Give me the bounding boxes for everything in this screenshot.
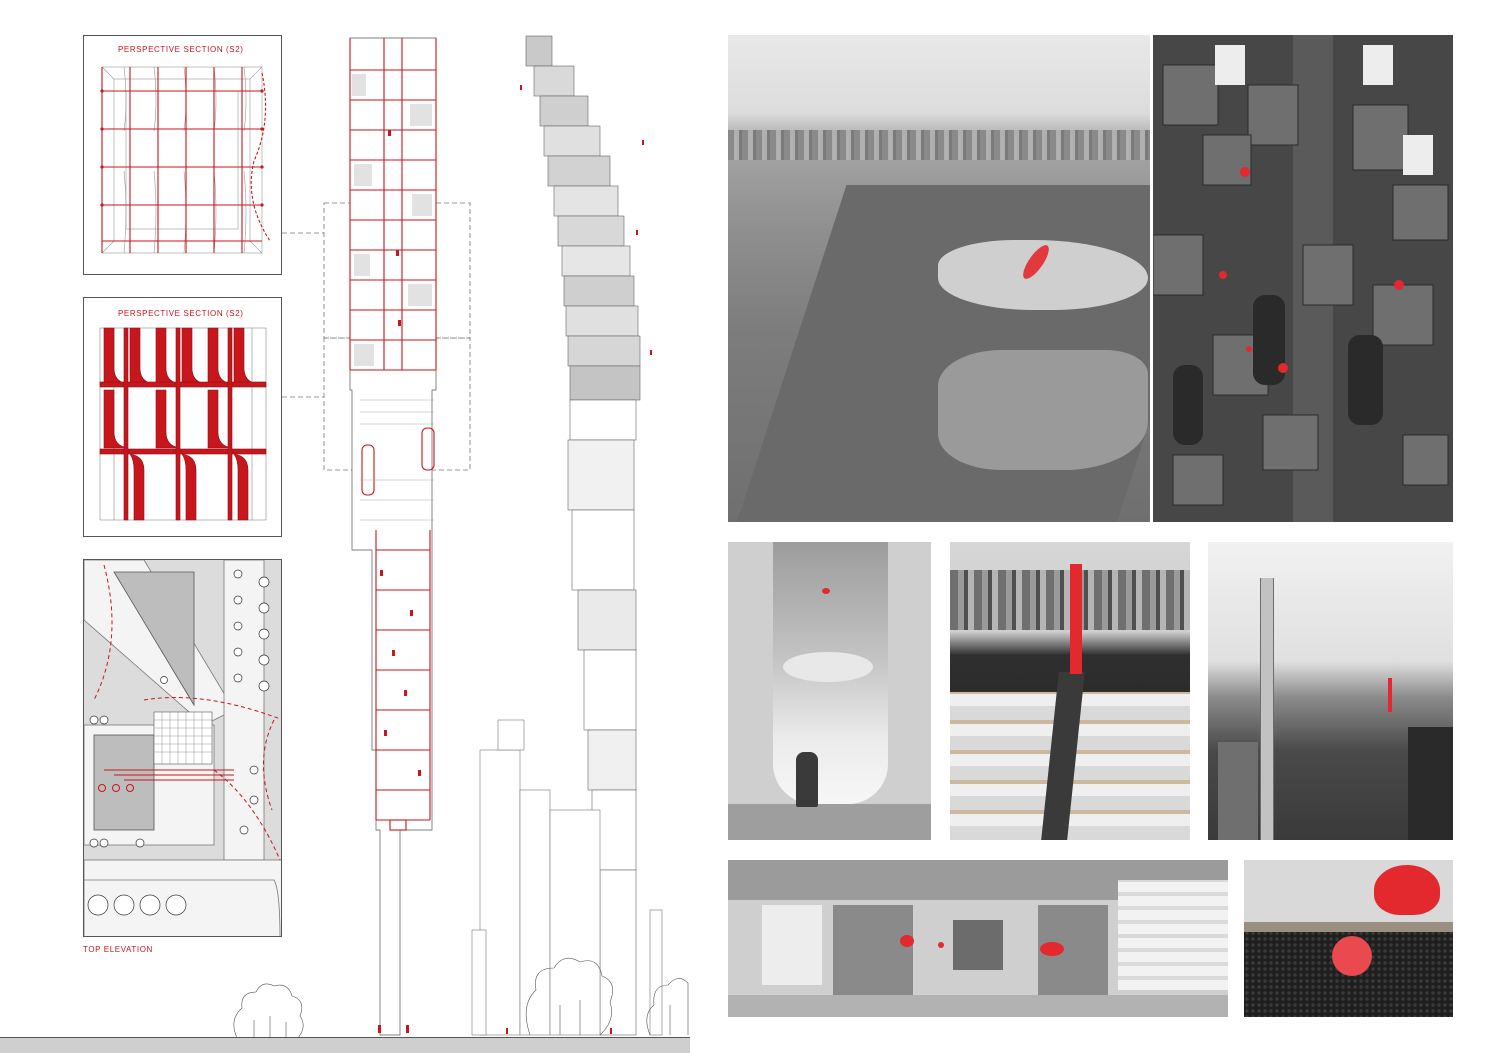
top-elevation-caption: TOP ELEVATION bbox=[83, 945, 153, 954]
perspective-section-drawing-1 bbox=[100, 66, 271, 254]
slim-tower bbox=[1260, 578, 1274, 840]
red-bird-chick bbox=[1332, 936, 1372, 976]
central-park-aerial-render bbox=[728, 35, 1150, 522]
red-tower-small bbox=[1388, 678, 1392, 712]
window-view-render bbox=[728, 542, 931, 840]
ground-line bbox=[0, 1037, 690, 1053]
ground-trees-left bbox=[233, 983, 304, 1040]
red-bird-c bbox=[938, 942, 944, 948]
skyline-model-render bbox=[950, 542, 1190, 840]
red-bird-a bbox=[900, 935, 914, 947]
left-wall-panel bbox=[833, 905, 913, 995]
site-plan-drawing bbox=[84, 560, 281, 936]
interior-corridor-render bbox=[728, 860, 1228, 1017]
floor-plane bbox=[728, 995, 1228, 1017]
dark-building-right bbox=[1408, 727, 1453, 840]
facade-closeup-drawing bbox=[1153, 35, 1453, 522]
tower-exterior-elevation bbox=[471, 35, 689, 1036]
corridor-end bbox=[953, 920, 1003, 970]
tower-section-elevation bbox=[349, 37, 437, 1036]
cloud-shape bbox=[783, 652, 873, 682]
red-bird-b bbox=[1040, 942, 1064, 956]
perspective-section-drawing-2 bbox=[99, 327, 267, 521]
skyline-band bbox=[728, 130, 1150, 160]
nest-closeup-render bbox=[1244, 860, 1453, 1017]
perspective-section-panel-2: PERSPECTIVE SECTION (S2) bbox=[83, 297, 282, 537]
building-left bbox=[1218, 742, 1258, 840]
red-bird-large bbox=[1374, 865, 1440, 915]
city-window bbox=[1118, 880, 1228, 990]
tower-context-render bbox=[1208, 542, 1453, 840]
floor-ledge bbox=[728, 804, 931, 840]
perspective-section-caption-1: PERSPECTIVE SECTION (S2) bbox=[118, 45, 244, 54]
nest-box-rim bbox=[1244, 922, 1453, 932]
lawn-shape bbox=[938, 350, 1148, 470]
site-plan-panel bbox=[83, 559, 282, 937]
people-silhouette bbox=[796, 752, 818, 807]
perspective-section-caption-2: PERSPECTIVE SECTION (S2) bbox=[118, 309, 244, 318]
perspective-section-panel-1: PERSPECTIVE SECTION (S2) bbox=[83, 35, 282, 275]
red-tower-model bbox=[1070, 564, 1082, 674]
left-window bbox=[762, 905, 822, 985]
red-bird-small bbox=[822, 588, 830, 594]
facade-closeup-render bbox=[1153, 35, 1453, 522]
